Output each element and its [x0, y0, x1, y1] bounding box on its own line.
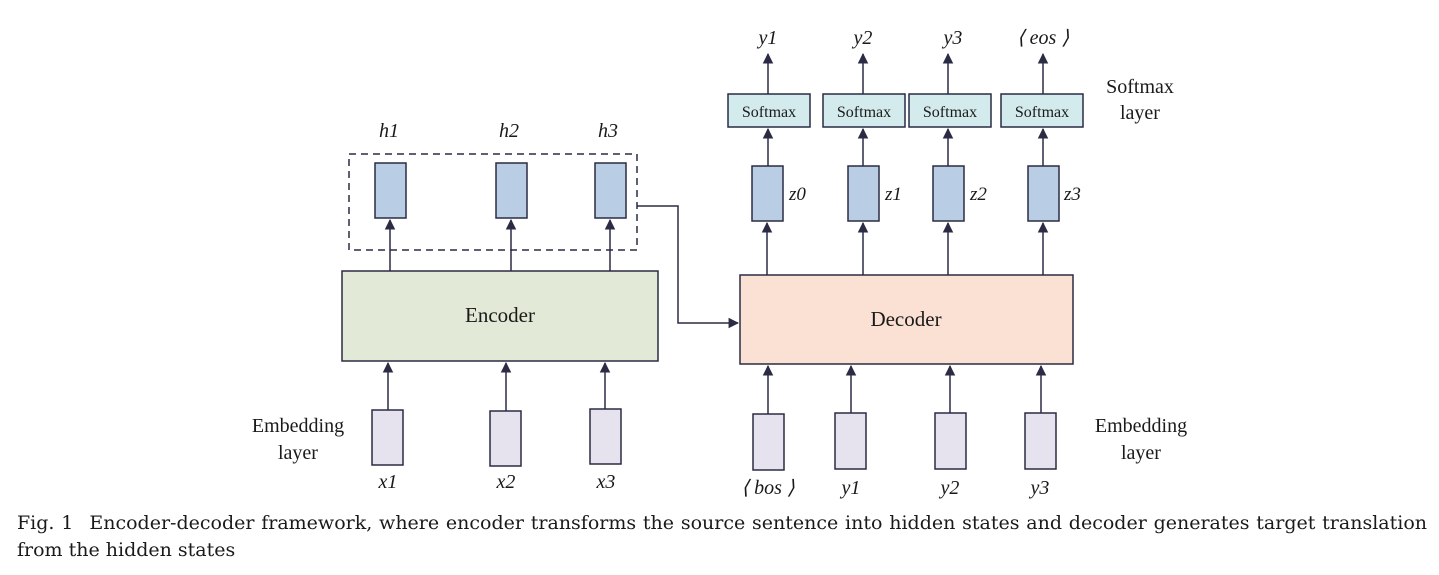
hidden-state-box-h3: [594, 162, 627, 219]
hidden-states-group: [348, 153, 638, 251]
softmax-layer-label: Softmax: [1106, 76, 1174, 98]
output-label-y2: y2: [852, 27, 873, 49]
input-label-x1: x1: [378, 471, 398, 493]
output-label-y1: y1: [757, 27, 778, 49]
decoder-input-label-y3: y3: [1029, 477, 1050, 499]
embedding-box-y2: [934, 412, 967, 470]
decoder-state-label-z0: z0: [788, 184, 806, 205]
hidden-state-box-h1: [374, 162, 407, 219]
softmax-box-3: [908, 93, 992, 128]
hidden-state-box-h2: [495, 162, 528, 219]
softmax-box-1: [727, 93, 811, 128]
connector-hidden-to-decoder: [637, 205, 740, 329]
decoder-state-box-z1: [847, 165, 880, 222]
encoder-block: [341, 270, 659, 362]
decoder-input-label-y1: y1: [840, 477, 861, 499]
softmax-box-2-label: Softmax: [837, 104, 891, 121]
softmax-layer-label-2: layer: [1120, 102, 1160, 124]
encoder-embedding-label-2: layer: [278, 442, 318, 464]
softmax-box-2: [822, 93, 906, 128]
embedding-box-x1: [371, 409, 404, 466]
decoder-input-label-y2: y2: [939, 477, 960, 499]
diagram-canvas: h1 h2 h3 Encoder x1 x2 x3 Embedding laye…: [252, 27, 1187, 499]
hidden-state-label-h1: h1: [379, 120, 399, 142]
decoder-state-box-z3: [1027, 165, 1060, 222]
embedding-box-x2: [489, 410, 522, 467]
softmax-box-3-label: Softmax: [923, 104, 977, 121]
softmax-box-4-label: Softmax: [1015, 104, 1069, 121]
decoder-input-label-bos: ⟨ bos ⟩: [741, 477, 795, 499]
decoder-embedding-label-2: layer: [1121, 442, 1161, 464]
decoder-label: Decoder: [870, 307, 941, 331]
hidden-state-label-h2: h2: [499, 120, 519, 142]
figure-caption-text: Encoder-decoder framework, where encoder…: [17, 512, 1427, 561]
input-label-x3: x3: [596, 471, 616, 493]
decoder-state-label-z2: z2: [969, 184, 987, 205]
decoder-state-label-z1: z1: [884, 184, 902, 205]
embedding-box-bos: [752, 413, 785, 471]
decoder-embedding-label: Embedding: [1095, 415, 1187, 437]
decoder-block: [739, 274, 1074, 365]
encoder-label: Encoder: [465, 303, 535, 327]
embedding-box-x3: [589, 408, 622, 465]
figure-number: Fig. 1: [17, 512, 74, 534]
embedding-box-y1: [834, 412, 867, 470]
softmax-box-4: [1000, 93, 1084, 128]
input-label-x2: x2: [496, 471, 516, 493]
softmax-box-1-label: Softmax: [742, 104, 796, 121]
embedding-box-y3: [1024, 412, 1057, 470]
output-label-eos: ⟨ eos ⟩: [1017, 27, 1069, 49]
decoder-state-label-z3: z3: [1063, 184, 1081, 205]
decoder-state-box-z2: [932, 165, 965, 222]
decoder-state-box-z0: [751, 165, 784, 222]
output-label-y3: y3: [942, 27, 963, 49]
encoder-embedding-label: Embedding: [252, 415, 344, 437]
hidden-state-label-h3: h3: [598, 120, 618, 142]
